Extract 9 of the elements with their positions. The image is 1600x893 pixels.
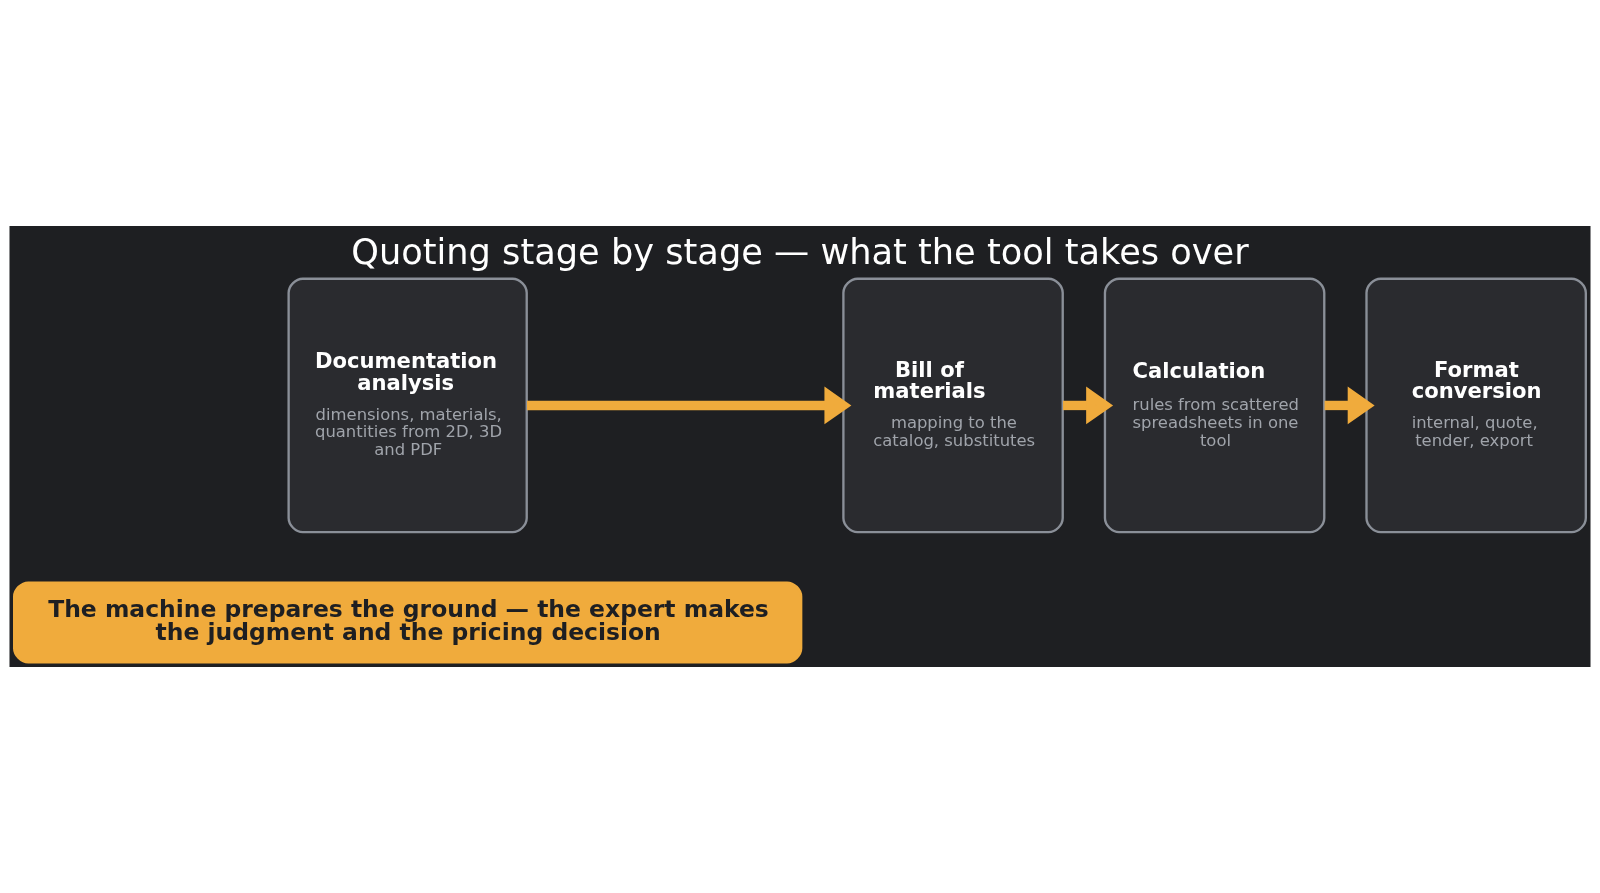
node-box: Bill of materials mapping to the catalog, substitutes xyxy=(842,277,1064,534)
arrow xyxy=(1324,386,1375,425)
arrow xyxy=(527,386,852,425)
node-box: Documentation analysis dimensions, materials, quantities from 2D, 3D and PDF xyxy=(287,277,528,534)
node-box: Format conversion internal, quote, tender, export xyxy=(1365,277,1587,534)
node-box: Calculation rules from scattered spreadsheets in one tool xyxy=(1103,277,1326,534)
node-box: The machine prepares the ground — the expert makes the judgment and the pricing decision xyxy=(13,581,803,664)
arrow xyxy=(1063,386,1114,425)
diagram-title: Quoting stage by stage — what the tool takes over xyxy=(351,230,1249,272)
